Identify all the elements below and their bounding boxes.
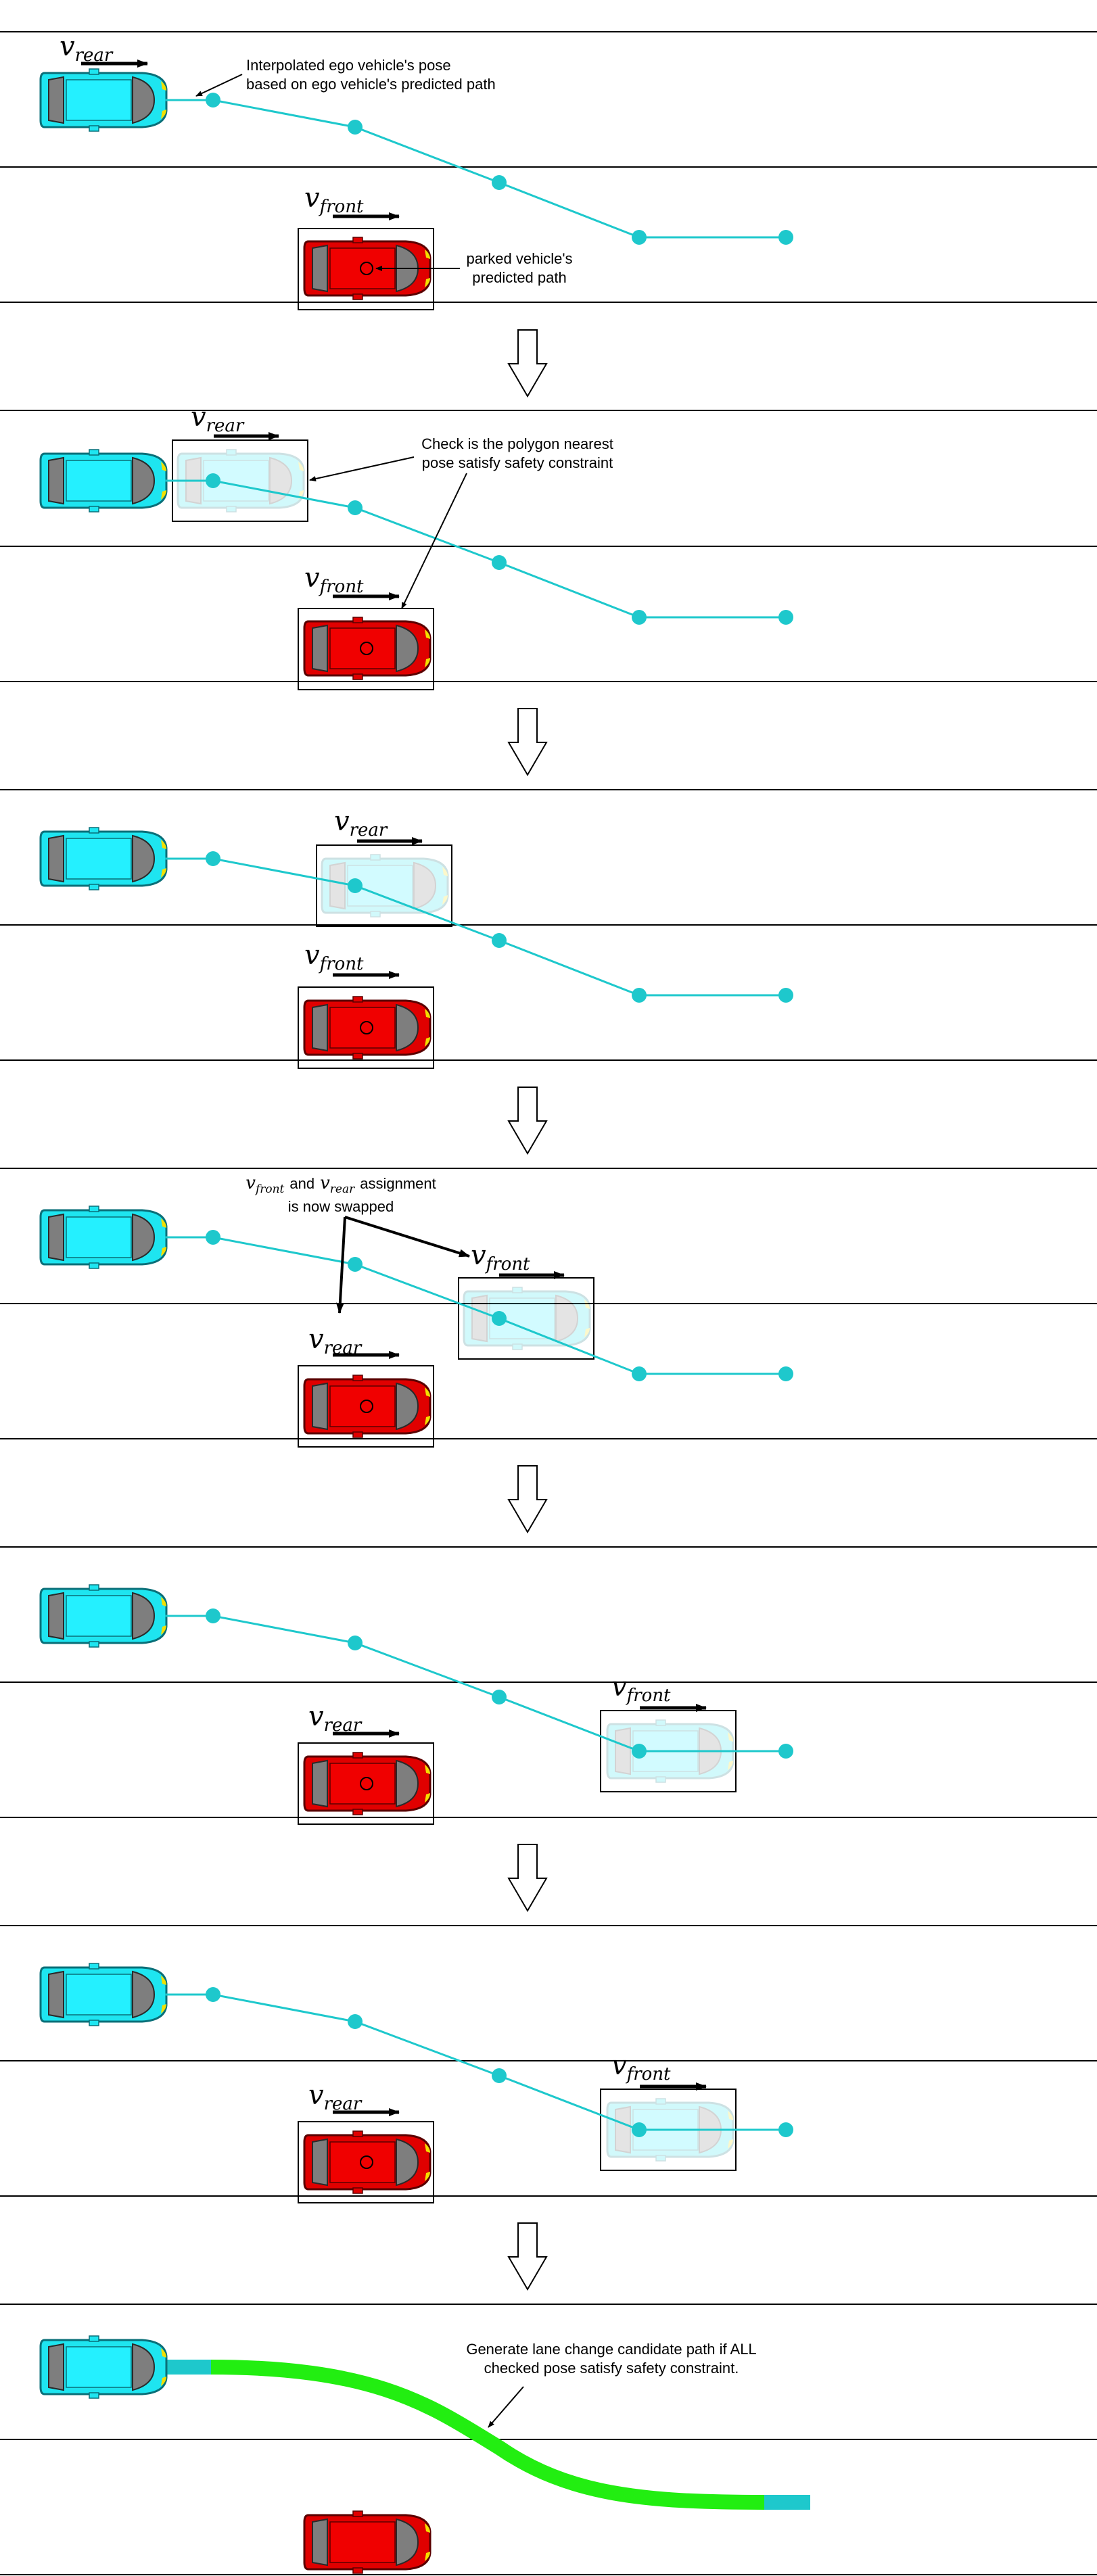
step-6: vfront vrear xyxy=(39,1962,793,2203)
v-front-label: vfront xyxy=(304,563,364,597)
path-suffix-segment xyxy=(764,2495,810,2510)
parked-car-icon xyxy=(303,2130,431,2195)
ego-polygon xyxy=(316,844,452,927)
note-generate-line2: checked pose satisfy safety constraint. xyxy=(484,2360,739,2377)
v-rear-label: vrear xyxy=(60,31,114,66)
step-2: vrear vfront Check is the polygon neares… xyxy=(39,402,793,690)
v-rear-label: vrear xyxy=(334,806,388,840)
parked-polygon xyxy=(298,2121,434,2203)
step-7: Generate lane change candidate path if A… xyxy=(39,2335,810,2575)
ego-predicted-path xyxy=(165,479,786,619)
ego-car-icon xyxy=(39,826,168,891)
ego-predicted-path xyxy=(165,99,786,239)
v-front-label: vfront xyxy=(611,2050,671,2084)
ego-predicted-path xyxy=(165,857,786,997)
v-rear-label: vrear xyxy=(191,402,245,436)
ego-predicted-path xyxy=(165,1615,786,1752)
interpolated-pose-car-icon xyxy=(463,1286,591,1351)
down-arrow-icon xyxy=(508,329,547,397)
ego-predicted-path xyxy=(165,1236,786,1375)
parked-polygon xyxy=(298,1365,434,1448)
ego-polygon xyxy=(458,1277,594,1360)
down-arrow-icon xyxy=(508,708,547,776)
note-check-line2: pose satisfy safety constraint xyxy=(422,454,613,471)
parked-car-icon xyxy=(303,1751,431,1816)
note-interpolated-line2: based on ego vehicle's predicted path xyxy=(246,76,496,93)
ego-car-icon xyxy=(39,2335,168,2400)
parked-polygon xyxy=(298,608,434,690)
v-front-label: vfront xyxy=(304,940,364,974)
path-prefix-segment xyxy=(162,2360,211,2375)
lane-change-candidate-path xyxy=(210,2360,765,2510)
interpolated-pose-points xyxy=(206,93,793,245)
parked-polygon xyxy=(298,986,434,1069)
v-rear-label: vrear xyxy=(308,1324,363,1358)
interpolated-pose-car-icon xyxy=(321,853,449,918)
note-generate-line1: Generate lane change candidate path if A… xyxy=(466,2341,756,2358)
v-front-label: vfront xyxy=(471,1240,530,1274)
ego-car-icon xyxy=(39,1583,168,1648)
v-rear-label: vrear xyxy=(308,1701,363,1736)
parked-car-icon xyxy=(303,2510,431,2575)
parked-car-icon xyxy=(303,616,431,681)
v-front-label: vfront xyxy=(611,1671,671,1706)
note-parked-line1: parked vehicle's xyxy=(466,250,572,267)
step-1: vrear vfront Interpolated ego vehicle's … xyxy=(39,31,793,310)
ego-car-icon xyxy=(39,68,168,133)
parked-car-icon xyxy=(303,995,431,1060)
ego-car-icon xyxy=(39,1962,168,2027)
ego-predicted-path xyxy=(165,1993,786,2131)
ego-car-icon xyxy=(39,448,168,513)
down-arrow-icon xyxy=(508,1087,547,1154)
v-front-label: vfront xyxy=(304,183,364,217)
note-check-line1: Check is the polygon nearest xyxy=(421,435,613,452)
v-rear-label: vrear xyxy=(308,2080,363,2114)
down-arrow-icon xyxy=(508,1844,547,1911)
note-parked-line2: predicted path xyxy=(472,269,566,286)
step-5: vfront vrear xyxy=(39,1583,793,1825)
parked-polygon xyxy=(298,1742,434,1825)
down-arrow-icon xyxy=(508,2222,547,2290)
ego-car-icon xyxy=(39,1205,168,1270)
note-swap-line2: is now swapped xyxy=(288,1198,394,1215)
parked-car-icon xyxy=(303,1374,431,1439)
note-interpolated-line1: Interpolated ego vehicle's pose xyxy=(246,57,451,74)
down-arrow-icon xyxy=(508,1465,547,1533)
step-3: vrear vfront xyxy=(39,806,793,1069)
lane-lines xyxy=(0,31,1097,2575)
